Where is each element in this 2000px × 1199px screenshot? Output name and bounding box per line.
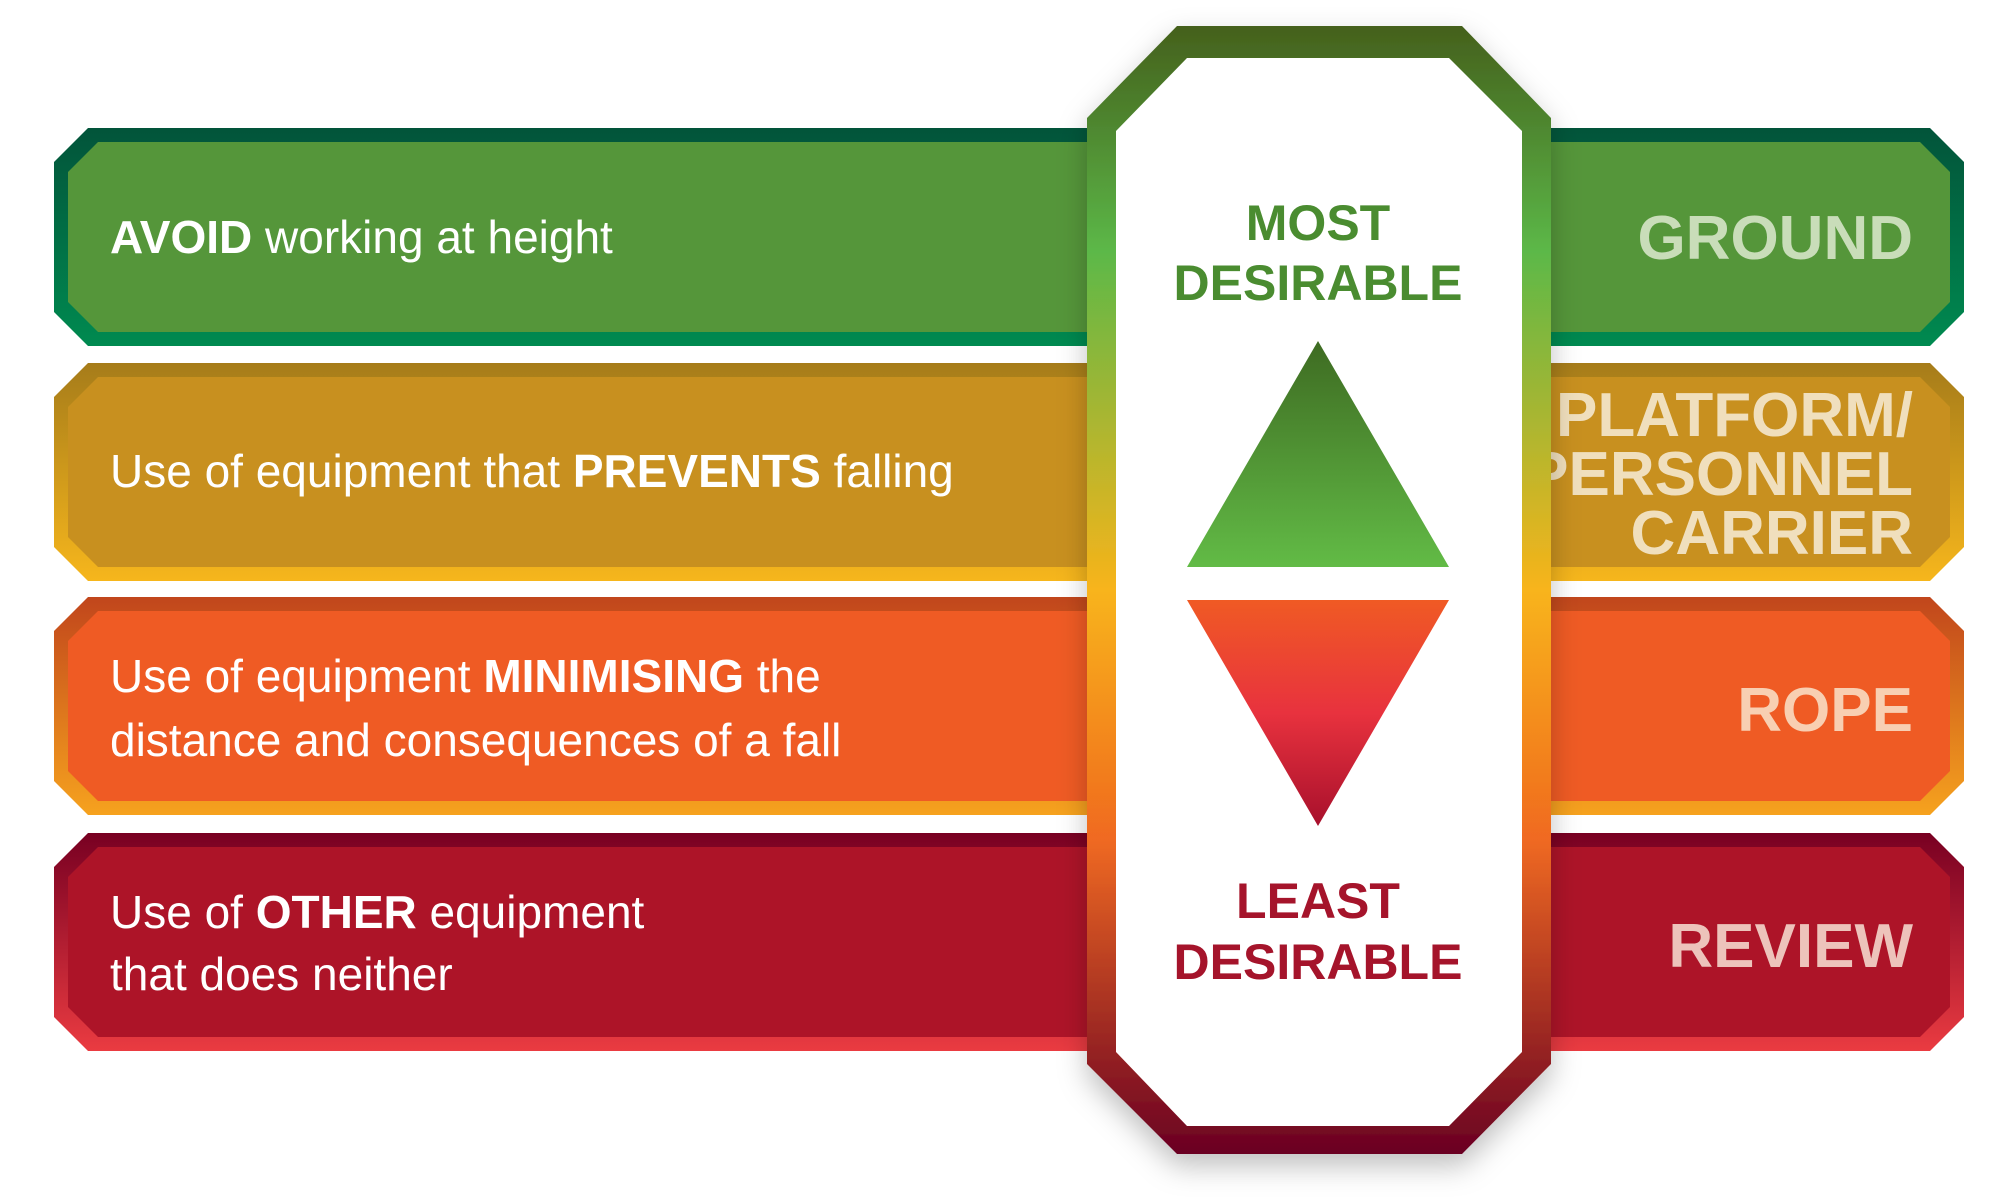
description-text: the	[744, 650, 821, 702]
row-fill	[68, 611, 1950, 801]
row-category-label: PERSONNEL	[1527, 440, 1913, 509]
row-category-label: REVIEW	[1668, 912, 1913, 981]
row-category-label: ROPE	[1737, 676, 1913, 745]
least-desirable-line-1: LEAST	[1236, 873, 1400, 929]
description-text: equipment	[417, 886, 645, 938]
hierarchy-row: AVOID working at height GROUND	[54, 128, 1964, 346]
most-desirable-line-1: MOST	[1246, 195, 1390, 251]
hierarchy-row: Use of equipment that PREVENTS falling PL…	[54, 363, 1964, 581]
description-text: that does neither	[110, 948, 453, 1000]
row-description: AVOID working at height	[110, 211, 613, 263]
emphasis-text: MINIMISING	[483, 650, 744, 702]
row-category-label: PLATFORM/	[1556, 381, 1913, 450]
description-text: Use of equipment	[110, 650, 483, 702]
row-description: Use of OTHER equipment	[110, 886, 645, 938]
triangle-up-icon	[1187, 341, 1449, 567]
row-description: Use of equipment MINIMISING the	[110, 650, 821, 702]
row-description: Use of equipment that PREVENTS falling	[110, 445, 954, 497]
description-text: Use of	[110, 886, 256, 938]
row-description: that does neither	[110, 948, 453, 1000]
emphasis-text: OTHER	[256, 886, 417, 938]
description-text: working at height	[252, 211, 613, 263]
description-text: distance and consequences of a fall	[110, 714, 841, 766]
triangle-down-icon	[1187, 600, 1449, 826]
row-category-label: GROUND	[1637, 204, 1913, 273]
center-column	[1087, 26, 1551, 1154]
description-text: falling	[821, 445, 954, 497]
emphasis-text: PREVENTS	[573, 445, 821, 497]
row-description: distance and consequences of a fall	[110, 714, 841, 766]
hierarchy-row: Use of OTHER equipment that does neither R…	[54, 833, 1964, 1051]
hierarchy-row: Use of equipment MINIMISING the distance …	[54, 597, 1964, 815]
row-category-label: CARRIER	[1631, 499, 1913, 568]
least-desirable-line-2: DESIRABLE	[1174, 934, 1463, 990]
emphasis-text: AVOID	[110, 211, 252, 263]
description-text: Use of equipment that	[110, 445, 573, 497]
most-desirable-line-2: DESIRABLE	[1174, 255, 1463, 311]
